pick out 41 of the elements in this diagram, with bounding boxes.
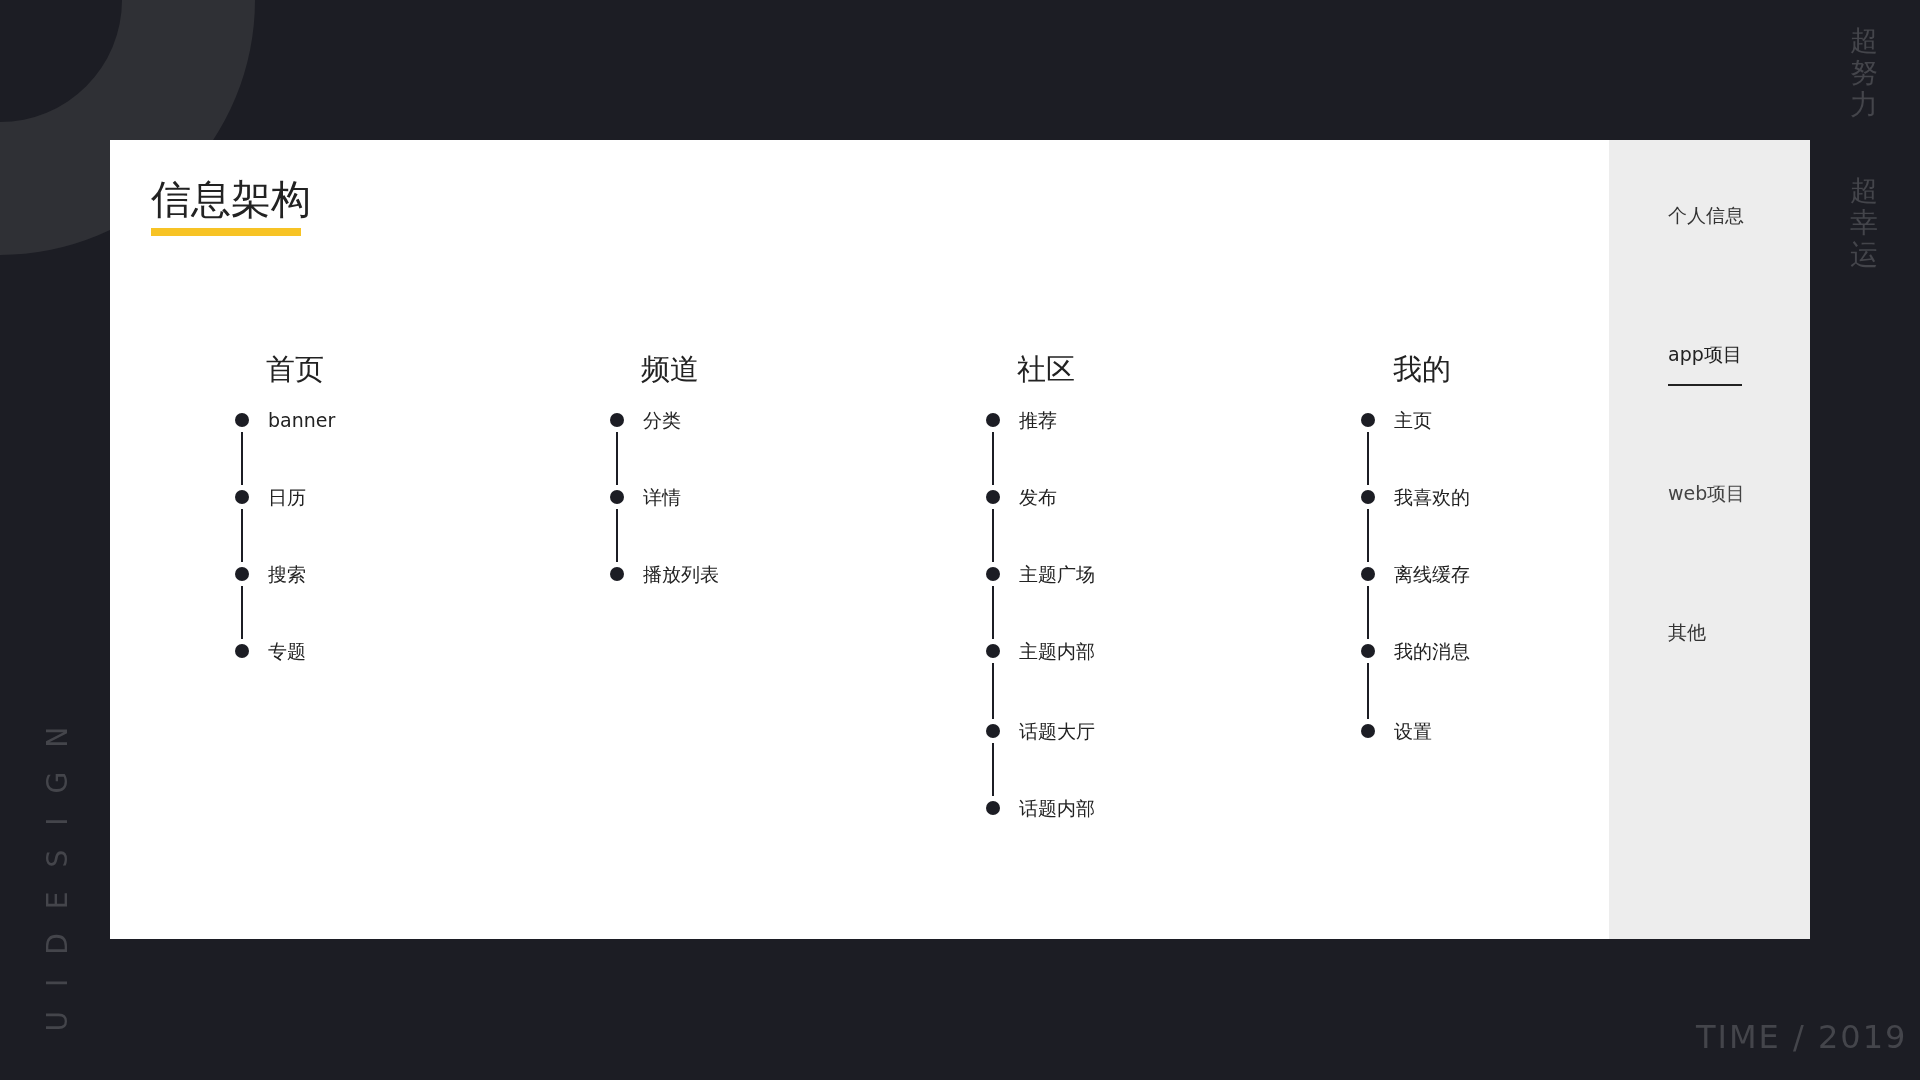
timeline-item: 播放列表 (610, 562, 719, 586)
timeline-item: 主题广场 (986, 562, 1095, 586)
timeline-item: 设置 (1361, 719, 1432, 743)
timeline-item: 我喜欢的 (1361, 485, 1470, 509)
column-heading: 频道 (641, 351, 699, 388)
timeline-line (992, 742, 994, 797)
timeline-line (616, 508, 618, 563)
timeline-item: banner (235, 408, 336, 432)
column-heading: 首页 (266, 351, 324, 388)
menu-item: app项目 (1668, 342, 1742, 386)
menu-item: 其他 (1668, 620, 1706, 645)
timeline-item: 离线缓存 (1361, 562, 1470, 586)
timeline-line (241, 431, 243, 486)
timeline-line (1367, 662, 1369, 720)
timeline-line (241, 585, 243, 640)
timeline-item: 详情 (610, 485, 681, 509)
column-heading: 社区 (1017, 351, 1075, 388)
timeline-line (241, 508, 243, 563)
menu-item: web项目 (1668, 481, 1746, 506)
timeline-item: 话题大厅 (986, 719, 1095, 743)
timeline-line (616, 431, 618, 486)
menu-item: 个人信息 (1668, 203, 1744, 228)
timeline-line (1367, 585, 1369, 640)
timeline-line (1367, 431, 1369, 486)
timeline-line (992, 662, 994, 720)
timeline-item: 搜索 (235, 562, 306, 586)
column-heading: 我的 (1393, 351, 1451, 388)
timeline-item: 发布 (986, 485, 1057, 509)
timeline-item: 日历 (235, 485, 306, 509)
timeline-line (1367, 508, 1369, 563)
timeline-line (992, 585, 994, 640)
timeline-item: 话题内部 (986, 796, 1095, 820)
timeline-item: 专题 (235, 639, 306, 663)
timeline-item: 推荐 (986, 408, 1057, 432)
timeline-item: 主题内部 (986, 639, 1095, 663)
timeline-line (992, 431, 994, 486)
timeline-item: 主页 (1361, 408, 1432, 432)
timeline-item: 我的消息 (1361, 639, 1470, 663)
timeline-item: 分类 (610, 408, 681, 432)
page-title: 信息架构 (151, 175, 311, 224)
timeline-line (992, 508, 994, 563)
